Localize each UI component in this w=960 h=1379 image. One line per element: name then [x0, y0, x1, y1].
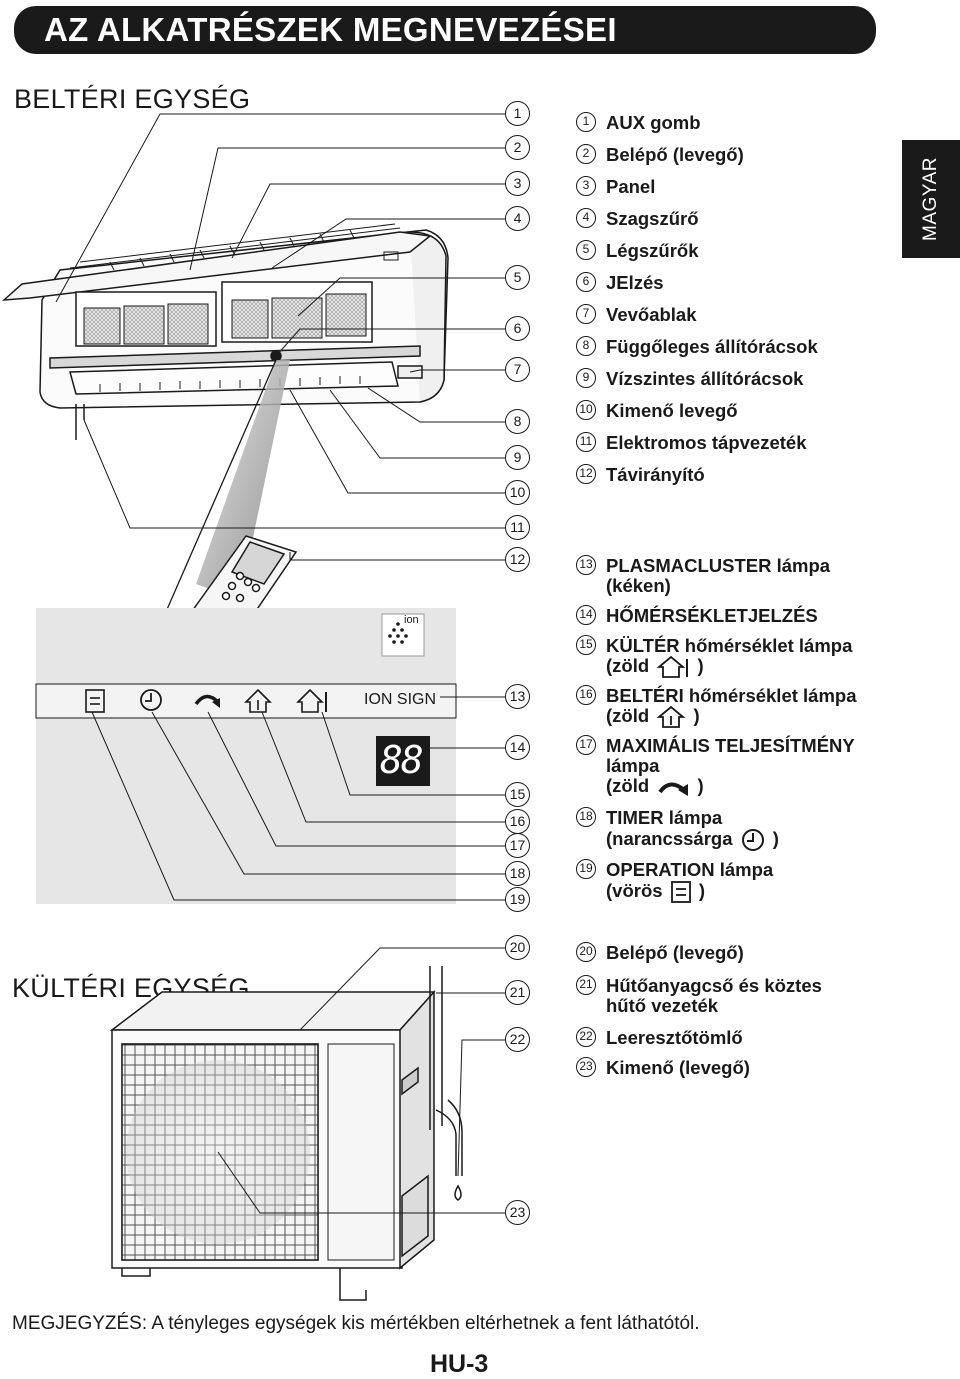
ion-sign-label: ION SIGN	[364, 691, 437, 708]
ion-badge-label: ion	[404, 614, 419, 626]
callout-22: 22	[505, 1027, 530, 1052]
display-panel-drawing	[35, 608, 457, 904]
legend-item: 14 HŐMÉRSÉKLETJELZÉS	[576, 605, 857, 636]
outdoor-temp-icon	[656, 656, 689, 679]
indoor-temp-icon	[656, 706, 686, 729]
operation-icon	[670, 881, 691, 903]
language-tab: MAGYAR	[902, 140, 960, 258]
legend-item: 19 OPERATION lámpa (vörös )	[576, 859, 857, 910]
callout-2: 2	[505, 135, 530, 160]
callout-15: 15	[505, 782, 530, 807]
legend-item: 16 BELTÉRI hőmérséklet lámpa (zöld )	[576, 685, 857, 736]
leader-lines	[55, 113, 505, 1214]
callout-5: 5	[505, 265, 530, 290]
callout-6: 6	[505, 316, 530, 341]
callout-9: 9	[505, 445, 530, 470]
indoor-section-title: BELTÉRI EGYSÉG	[14, 84, 251, 114]
callout-14: 14	[505, 735, 530, 760]
callout-18: 18	[505, 861, 530, 886]
callout-12: 12	[505, 547, 530, 572]
legend-item: 17 MAXIMÁLIS TELJESÍTMÉNY lámpa (zöld )	[576, 735, 857, 808]
callout-21: 21	[505, 980, 530, 1005]
signal-beam	[196, 360, 290, 600]
legend-item: 18 TIMER lámpa (narancssárga )	[576, 807, 857, 860]
indoor-unit-drawing	[1, 223, 449, 440]
callout-8: 8	[505, 409, 530, 434]
callout-4: 4	[505, 206, 530, 231]
legend-display-lamps: 13 PLASMACLUSTER lámpa (kéken) 14 HŐMÉRS…	[576, 555, 857, 910]
footnote: MEGJEGYZÉS: A tényleges egységek kis mér…	[12, 1313, 700, 1334]
legend-item: 21 Hűtőanyagcső és köztes hűtő vezeték	[576, 975, 822, 1028]
page-number: HU-3	[430, 1350, 489, 1378]
callout-11: 11	[505, 515, 530, 540]
page-header: AZ ALKATRÉSZEK MEGNEVEZÉSEI	[14, 6, 876, 54]
timer-clock-icon	[741, 829, 764, 851]
callout-23: 23	[505, 1200, 530, 1225]
callout-3: 3	[505, 171, 530, 196]
max-power-icon	[658, 782, 689, 797]
callout-19: 19	[505, 887, 530, 912]
callout-17: 17	[505, 833, 530, 858]
temperature-display: 88	[380, 738, 424, 782]
legend-item: 13 PLASMACLUSTER lámpa (kéken)	[576, 555, 857, 606]
outdoor-unit-drawing	[109, 966, 463, 1301]
callout-16: 16	[505, 809, 530, 834]
callout-20: 20	[505, 935, 530, 960]
callout-10: 10	[505, 480, 530, 505]
callout-13: 13	[505, 684, 530, 709]
callout-1: 1	[505, 101, 530, 126]
legend-item: 15 KÜLTÉR hőmérséklet lámpa (zöld )	[576, 635, 857, 686]
callout-7: 7	[505, 357, 530, 382]
page-title: AZ ALKATRÉSZEK MEGNEVEZÉSEI	[44, 11, 617, 48]
